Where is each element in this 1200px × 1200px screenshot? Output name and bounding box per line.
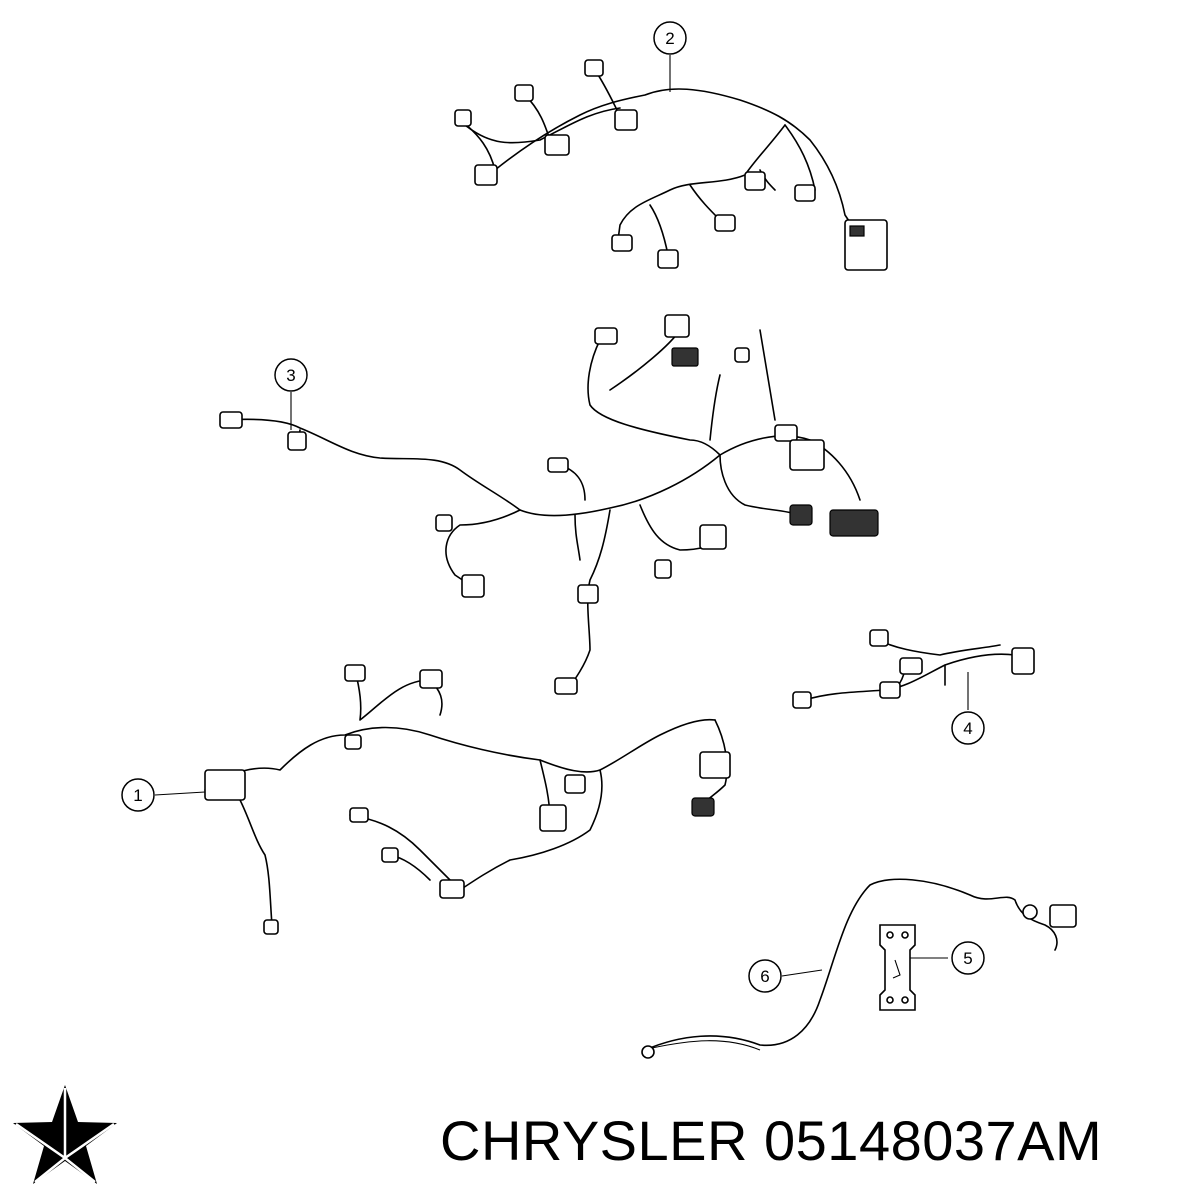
brand-name: CHRYSLER [440, 1109, 748, 1172]
callout-label: 6 [760, 967, 769, 986]
part-number: 05148037AM [764, 1109, 1103, 1172]
harness-3 [219, 314, 879, 695]
part-caption: CHRYSLER 05148037AM [440, 1108, 1102, 1173]
callout-4: 4 [951, 711, 985, 745]
callout-5: 5 [951, 941, 985, 975]
bracket-5 [879, 924, 916, 1011]
callout-label: 1 [133, 786, 142, 805]
cable-6 [641, 878, 1077, 1059]
harness-4 [792, 629, 1035, 709]
callout-label: 3 [286, 366, 295, 385]
callout-label: 2 [665, 29, 674, 48]
callout-3: 3 [274, 358, 308, 392]
callout-6: 6 [748, 959, 782, 993]
callout-label: 5 [963, 949, 972, 968]
harness-1 [204, 664, 731, 935]
harness-2 [454, 59, 888, 271]
callout-label: 4 [963, 719, 972, 738]
leader-lines [154, 55, 969, 977]
pentastar-icon [13, 1085, 117, 1184]
callout-1: 1 [121, 778, 155, 812]
callout-2: 2 [653, 21, 687, 55]
